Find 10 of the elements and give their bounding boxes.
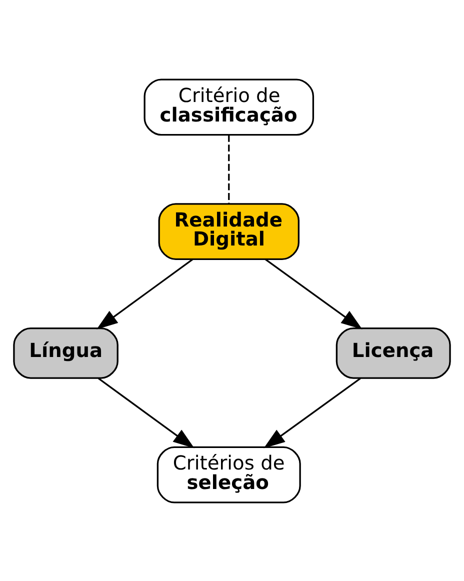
arrow bbox=[96, 258, 194, 329]
arrow bbox=[264, 258, 362, 329]
node-box: Critério de classificação bbox=[144, 78, 314, 136]
arrow bbox=[264, 377, 361, 448]
node-box: Licença bbox=[336, 327, 451, 378]
node-box: Língua bbox=[13, 327, 118, 378]
arrow bbox=[98, 377, 194, 448]
node-box: Realidade Digital bbox=[158, 202, 300, 260]
node-box: Critérios de seleção bbox=[156, 446, 301, 503]
connector bbox=[228, 134, 230, 204]
